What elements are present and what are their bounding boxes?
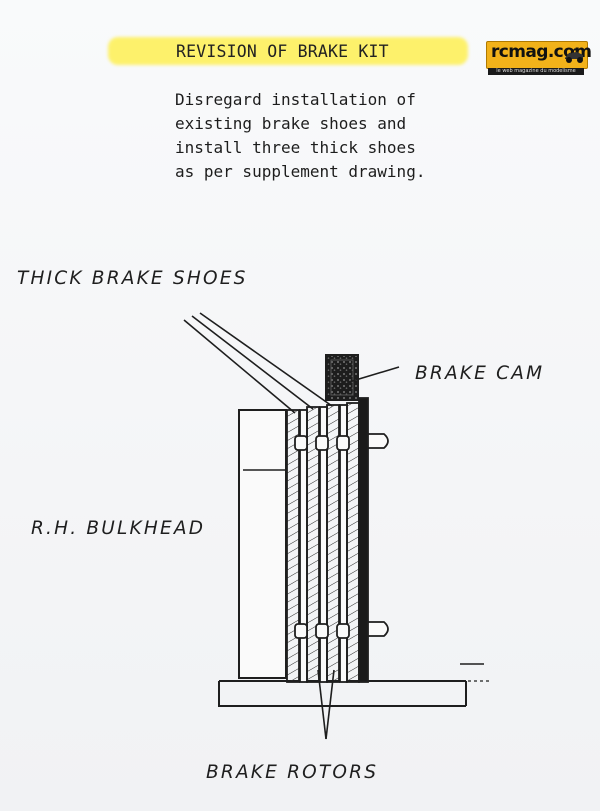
note-line-2: existing brake shoes and: [175, 114, 407, 133]
label-brake-rotors: BRAKE ROTORS: [206, 762, 379, 783]
note-line-1: Disregard installation of: [175, 90, 416, 109]
shoes-leader-lines: [183, 312, 333, 414]
title-block: REVISION OF BRAKE KIT: [108, 33, 468, 67]
thick-shoe-1: [286, 409, 300, 683]
bulkhead-panel: [238, 409, 287, 679]
note-line-4: as per supplement drawing.: [175, 162, 426, 181]
logo-badge: rcmag.com: [486, 41, 592, 69]
cam-plate: [358, 397, 369, 683]
yellow-highlight: [108, 37, 468, 65]
guide-pins: [294, 433, 389, 639]
rcmag-logo: rcmag.com le web magazine du modelisme: [486, 41, 592, 75]
brake-stack: [286, 397, 369, 683]
rc-car-icon: [565, 48, 583, 63]
brake-cam: [325, 354, 400, 401]
label-brake-cam: BRAKE CAM: [415, 363, 545, 384]
label-thick-brake-shoes: THICK BRAKE SHOES: [17, 268, 248, 289]
revision-note: Disregard installation of existing brake…: [175, 88, 425, 184]
note-line-3: install three thick shoes: [175, 138, 416, 157]
page-title: REVISION OF BRAKE KIT: [176, 42, 389, 61]
label-bulkhead: R.H. BULKHEAD: [31, 518, 206, 539]
rotors-leader-lines: [317, 669, 335, 740]
thick-shoe-2: [306, 406, 320, 683]
logo-tagline: le web magazine du modelisme: [488, 68, 584, 75]
